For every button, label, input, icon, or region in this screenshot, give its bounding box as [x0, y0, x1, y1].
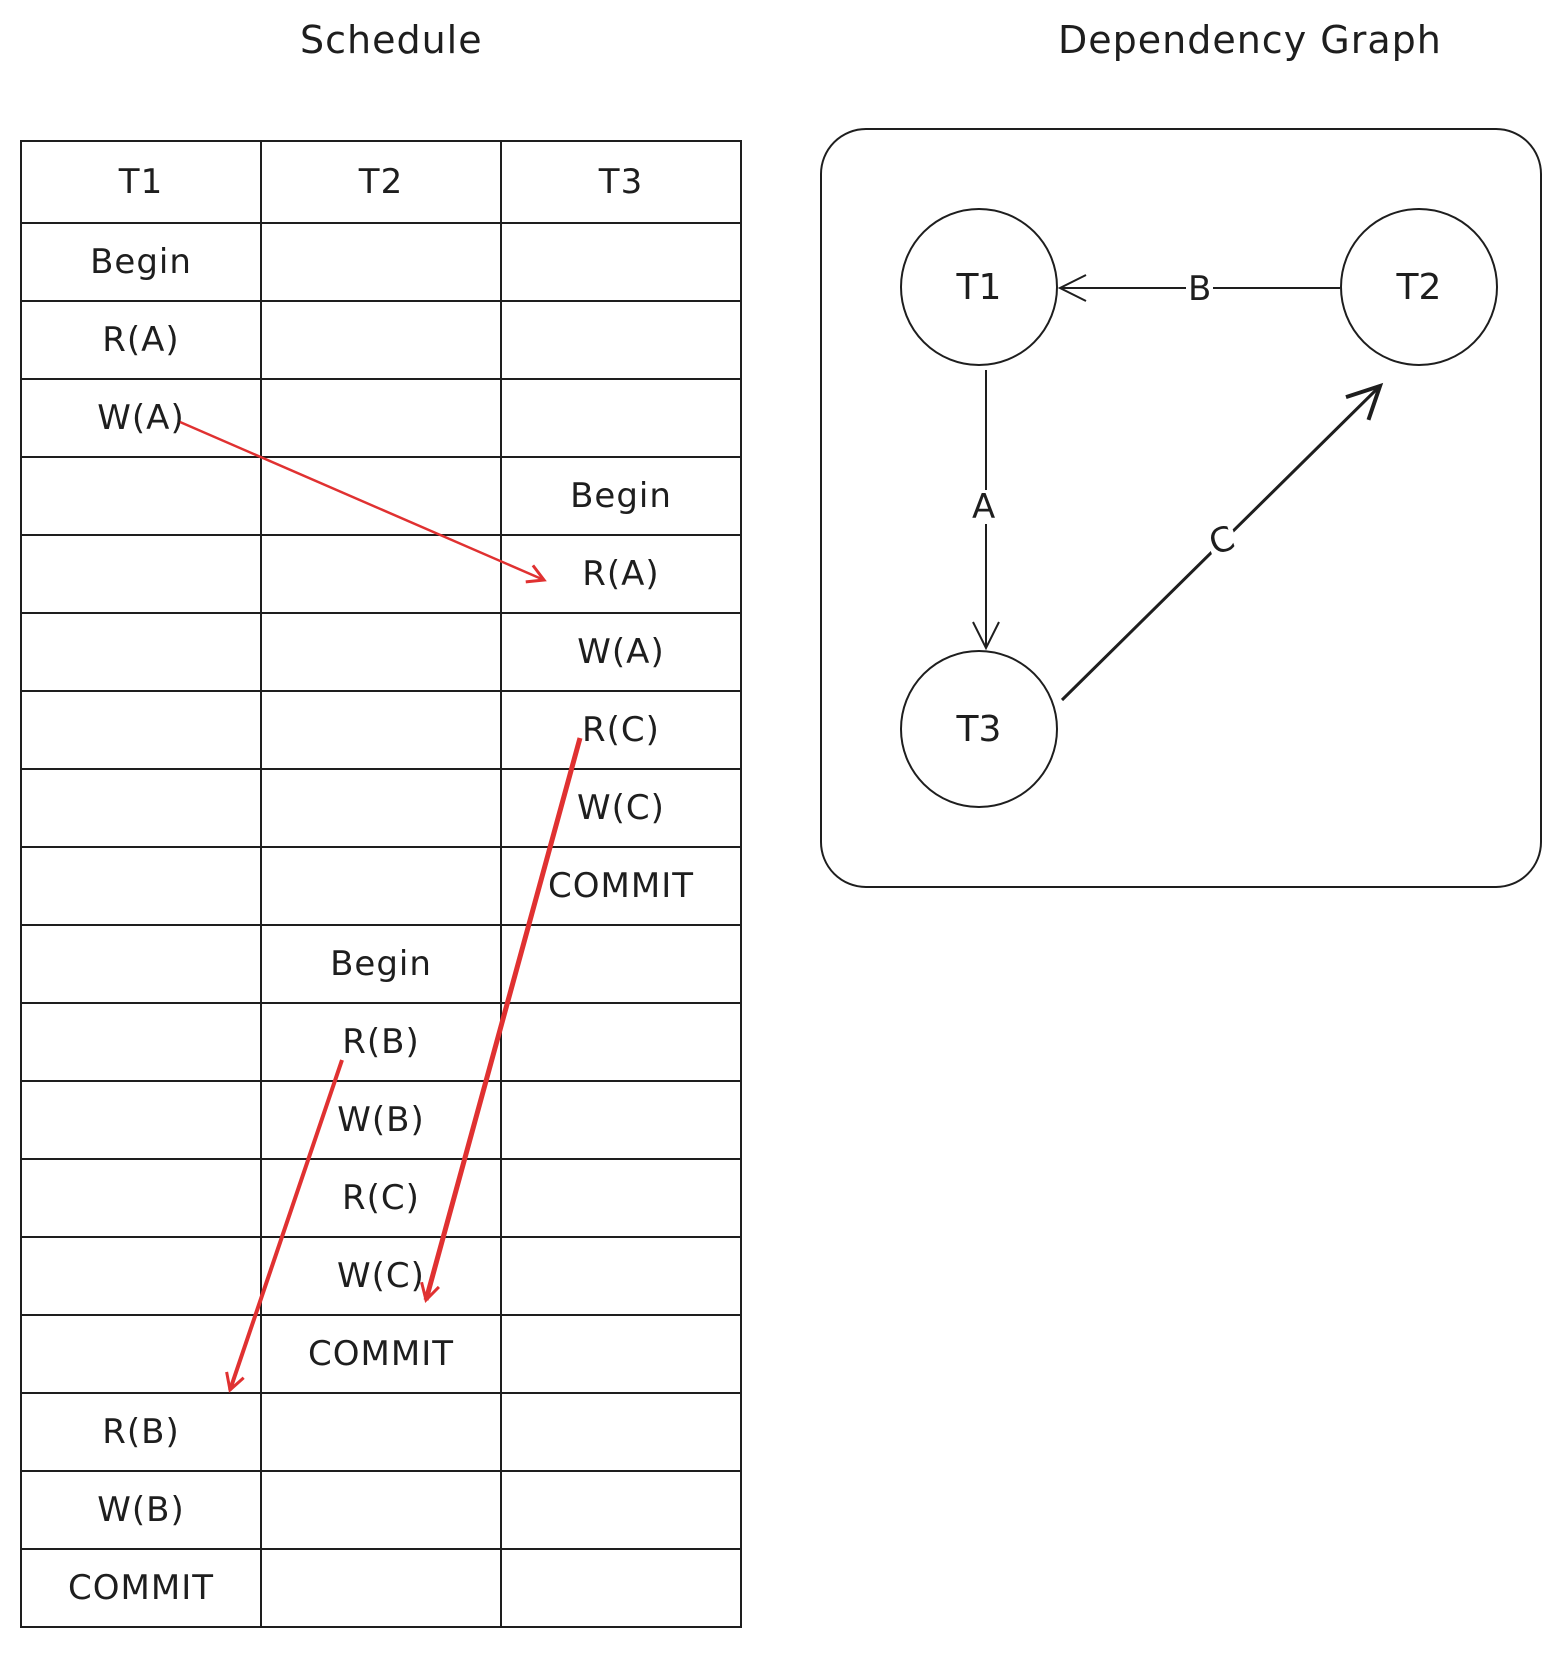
- schedule-row: R(C): [20, 1158, 742, 1238]
- column-header-t3: T3: [500, 140, 742, 224]
- schedule-cell-t2: [260, 300, 502, 380]
- schedule-cell-t3: [500, 1236, 742, 1316]
- schedule-cell-t2: [260, 612, 502, 692]
- node-t2: T2: [1340, 208, 1498, 366]
- schedule-cell-t2: [260, 222, 502, 302]
- schedule-header-row: T1 T2 T3: [20, 140, 742, 224]
- schedule-cell-t1: [20, 612, 262, 692]
- conflict-arrow-b: [225, 1059, 344, 1393]
- schedule-cell-t2: W(C): [260, 1236, 502, 1316]
- schedule-cell-t1: [20, 768, 262, 848]
- schedule-cell-t2: [260, 1548, 502, 1628]
- schedule-row: W(C): [20, 768, 742, 848]
- schedule-cell-t2: R(B): [260, 1002, 502, 1082]
- schedule-title: Schedule: [300, 18, 483, 62]
- schedule-cell-t1: [20, 1236, 262, 1316]
- schedule-row: COMMIT: [20, 1548, 742, 1628]
- schedule-cell-t1: COMMIT: [20, 1548, 262, 1628]
- schedule-cell-t3: R(C): [500, 690, 742, 770]
- schedule-row: R(A): [20, 534, 742, 614]
- schedule-cell-t3: [500, 1158, 742, 1238]
- schedule-cell-t1: [20, 1158, 262, 1238]
- schedule-row: R(B): [20, 1002, 742, 1082]
- schedule-cell-t3: [500, 1470, 742, 1550]
- schedule-cell-t3: W(C): [500, 768, 742, 848]
- schedule-row: W(B): [20, 1470, 742, 1550]
- schedule-cell-t2: Begin: [260, 924, 502, 1004]
- schedule-row: W(B): [20, 1080, 742, 1160]
- conflict-arrow-a: [179, 420, 547, 584]
- schedule-cell-t2: [260, 456, 502, 536]
- schedule-row: Begin: [20, 924, 742, 1004]
- schedule-cell-t3: Begin: [500, 456, 742, 536]
- node-t3: T3: [900, 650, 1058, 808]
- schedule-cell-t1: [20, 1314, 262, 1394]
- edge-label-b: B: [1186, 269, 1214, 309]
- schedule-cell-t3: [500, 222, 742, 302]
- schedule-cell-t1: Begin: [20, 222, 262, 302]
- schedule-row: W(A): [20, 612, 742, 692]
- schedule-cell-t3: [500, 1548, 742, 1628]
- node-t1: T1: [900, 208, 1058, 366]
- schedule-row: R(A): [20, 300, 742, 380]
- schedule-row: Begin: [20, 456, 742, 536]
- schedule-cell-t1: [20, 534, 262, 614]
- schedule-cell-t2: [260, 534, 502, 614]
- schedule-cell-t1: W(A): [20, 378, 262, 458]
- schedule-cell-t3: [500, 1002, 742, 1082]
- node-t3-label: T3: [956, 708, 1002, 750]
- schedule-cell-t3: [500, 378, 742, 458]
- schedule-cell-t1: [20, 456, 262, 536]
- schedule-row: COMMIT: [20, 846, 742, 926]
- schedule-cell-t2: [260, 1470, 502, 1550]
- column-header-t2: T2: [260, 140, 502, 224]
- schedule-cell-t2: W(B): [260, 1080, 502, 1160]
- schedule-cell-t3: [500, 300, 742, 380]
- schedule-cell-t2: COMMIT: [260, 1314, 502, 1394]
- schedule-cell-t1: [20, 924, 262, 1004]
- conflict-arrow-c: [420, 737, 583, 1303]
- schedule-cell-t1: [20, 690, 262, 770]
- column-header-t1: T1: [20, 140, 262, 224]
- dependency-graph-title: Dependency Graph: [1058, 18, 1442, 62]
- schedule-cell-t3: [500, 1314, 742, 1394]
- schedule-row: R(C): [20, 690, 742, 770]
- schedule-row: W(A): [20, 378, 742, 458]
- schedule-cell-t1: [20, 1080, 262, 1160]
- schedule-row: COMMIT: [20, 1314, 742, 1394]
- schedule-cell-t2: [260, 768, 502, 848]
- node-t1-label: T1: [956, 266, 1002, 308]
- schedule-cell-t3: [500, 924, 742, 1004]
- schedule-cell-t2: [260, 846, 502, 926]
- schedule-cell-t1: [20, 1002, 262, 1082]
- node-t2-label: T2: [1396, 266, 1442, 308]
- schedule-cell-t2: [260, 1392, 502, 1472]
- schedule-row: R(B): [20, 1392, 742, 1472]
- schedule-cell-t2: [260, 378, 502, 458]
- dependency-graph-frame: [820, 128, 1542, 888]
- schedule-cell-t1: R(B): [20, 1392, 262, 1472]
- schedule-cell-t3: [500, 1080, 742, 1160]
- schedule-row: W(C): [20, 1236, 742, 1316]
- schedule-cell-t3: [500, 1392, 742, 1472]
- schedule-row: Begin: [20, 222, 742, 302]
- schedule-cell-t3: W(A): [500, 612, 742, 692]
- schedule-cell-t1: W(B): [20, 1470, 262, 1550]
- schedule-cell-t1: [20, 846, 262, 926]
- schedule-cell-t2: [260, 690, 502, 770]
- edge-label-a: A: [970, 487, 998, 527]
- schedule-cell-t1: R(A): [20, 300, 262, 380]
